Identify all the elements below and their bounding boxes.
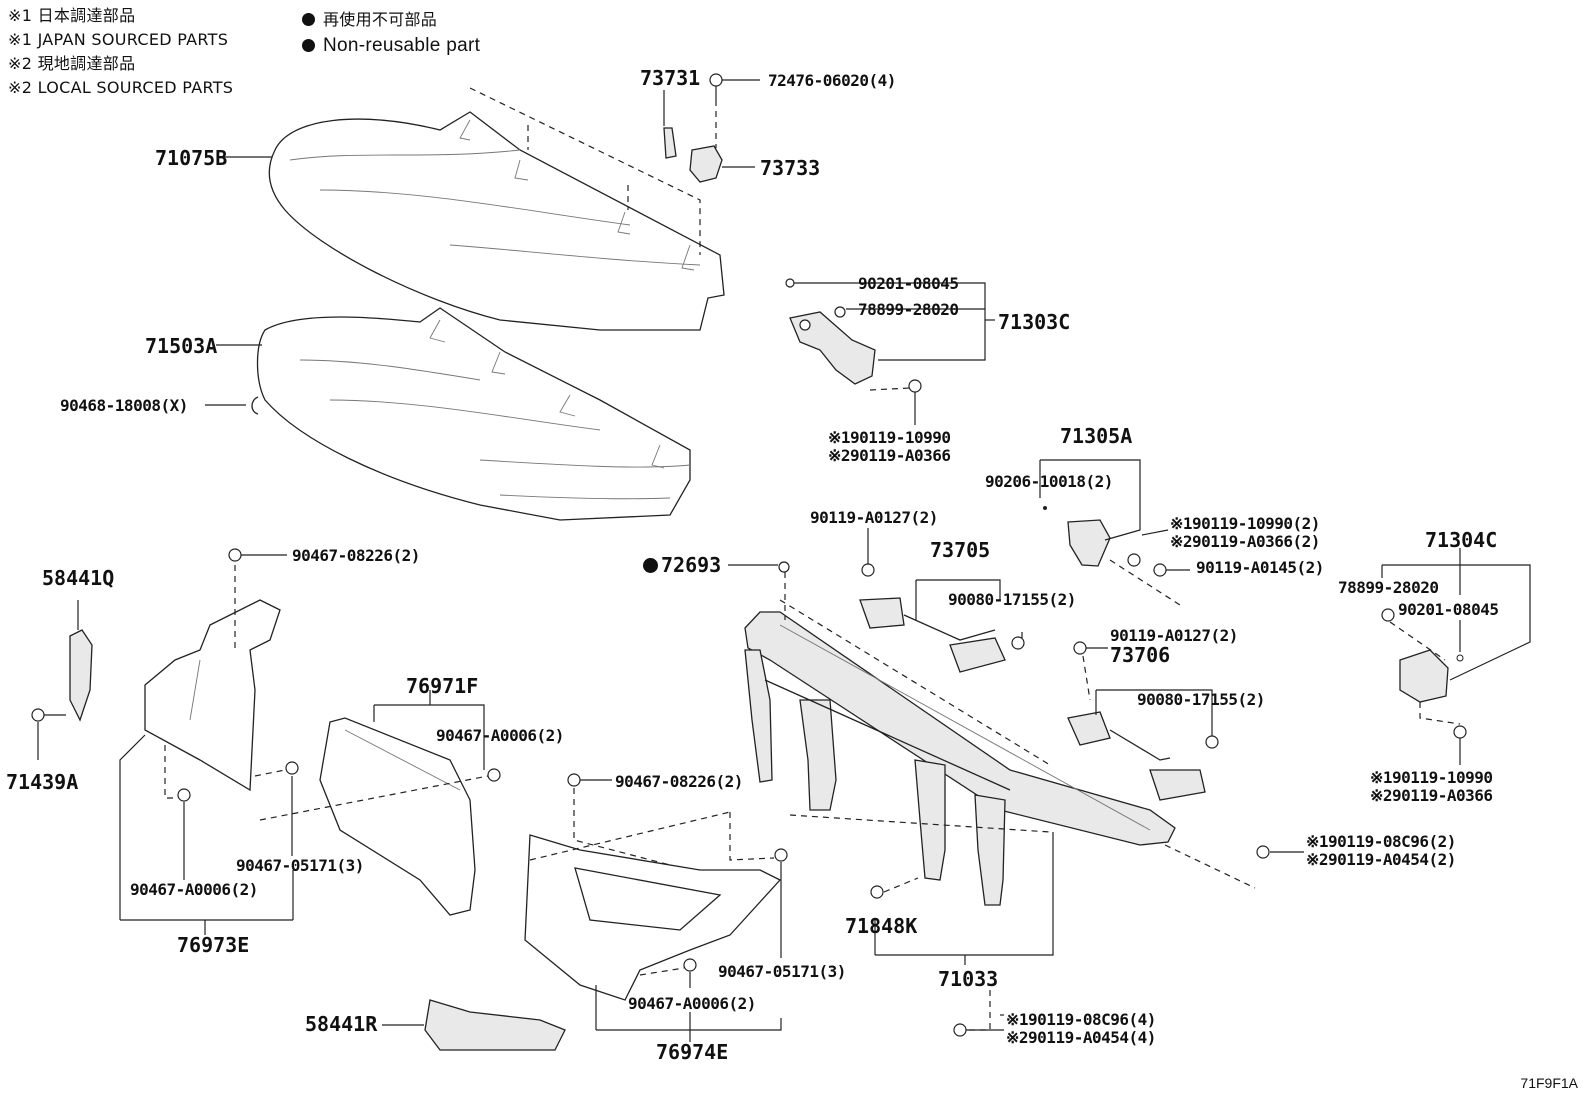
label-71305a[interactable]: 71305A	[1060, 424, 1133, 448]
label-73706[interactable]: 73706	[1110, 643, 1171, 667]
latch-73705	[859, 528, 1025, 673]
label-71033[interactable]: 71033	[938, 967, 999, 991]
trim-58441r	[382, 999, 566, 1051]
seat-cushion	[256, 307, 691, 521]
label-58441q[interactable]: 58441Q	[42, 566, 115, 590]
nonreusable-jp-text: 再使用不可部品	[323, 10, 438, 29]
hook-assembly	[663, 73, 760, 183]
label-90467-05171-a[interactable]: 90467-05171(3)	[236, 856, 364, 875]
note-1-en: ※1 JAPAN SOURCED PARTS	[8, 30, 229, 49]
nonreusable-legend-jp: 再使用不可部品	[302, 8, 437, 32]
label-90467-08226-b[interactable]: 90467-08226(2)	[615, 772, 743, 791]
label-71439a[interactable]: 71439A	[6, 770, 79, 794]
label-90119-a0366-a[interactable]: ※290119-A0366	[828, 446, 951, 465]
hinge-71305a	[1039, 459, 1190, 606]
label-90467-a0006-c[interactable]: 90467-A0006(2)	[628, 994, 756, 1013]
label-71503a[interactable]: 71503A	[145, 334, 218, 358]
label-76974e[interactable]: 76974E	[656, 1040, 729, 1064]
label-90119-a0366-b[interactable]: ※290119-A0366(2)	[1170, 532, 1320, 551]
panel-76973e	[119, 548, 299, 935]
label-90080-17155-a[interactable]: 90080-17155(2)	[948, 590, 1076, 609]
panel-76974e	[524, 773, 788, 1042]
label-73731[interactable]: 73731	[640, 66, 701, 90]
seat-back-cushion	[268, 111, 725, 331]
label-90119-08c96-a[interactable]: ※190119-08C96(2)	[1306, 832, 1456, 851]
striker-71304c	[1381, 548, 1531, 765]
label-90119-a0145[interactable]: 90119-A0145(2)	[1196, 558, 1324, 577]
label-58441r[interactable]: 58441R	[305, 1012, 378, 1036]
label-90467-05171-b[interactable]: 90467-05171(3)	[718, 962, 846, 981]
label-78899-28020-a[interactable]: 78899-28020	[858, 300, 959, 319]
nonreusable-dot-icon	[302, 39, 315, 52]
hinge-bracket-71303c	[785, 278, 995, 425]
label-90119-10990-b[interactable]: ※190119-10990(2)	[1170, 514, 1320, 533]
nonreusable-legend-en: Non-reusable part	[302, 34, 480, 58]
label-71304c[interactable]: 71304C	[1425, 528, 1498, 552]
label-90119-08c96-b[interactable]: ※190119-08C96(4)	[1006, 1010, 1156, 1029]
label-90467-a0006-a[interactable]: 90467-A0006(2)	[436, 726, 564, 745]
label-90080-17155-b[interactable]: 90080-17155(2)	[1137, 690, 1265, 709]
label-90467-08226-a[interactable]: 90467-08226(2)	[292, 546, 420, 565]
label-72693-text: 72693	[661, 553, 722, 577]
label-71075b[interactable]: 71075B	[155, 146, 228, 170]
note-2-en: ※2 LOCAL SOURCED PARTS	[8, 78, 234, 97]
label-76973e[interactable]: 76973E	[177, 933, 250, 957]
label-90119-10990-c[interactable]: ※190119-10990	[1370, 768, 1493, 787]
label-90206-10018[interactable]: 90206-10018(2)	[985, 472, 1113, 491]
nonreusable-dot-icon	[643, 558, 658, 573]
label-71303c[interactable]: 71303C	[998, 310, 1071, 334]
note-2-jp: ※2 現地調達部品	[8, 54, 136, 73]
panel-76971f	[259, 690, 501, 916]
label-90468-18008[interactable]: 90468-18008(X)	[60, 396, 188, 415]
label-73733[interactable]: 73733	[760, 156, 821, 180]
label-90201-08045-b[interactable]: 90201-08045	[1398, 600, 1499, 619]
label-73705[interactable]: 73705	[930, 538, 991, 562]
latch-73706	[1067, 641, 1219, 801]
label-90119-10990-a[interactable]: ※190119-10990	[828, 428, 951, 447]
label-72693[interactable]: 72693	[643, 553, 721, 577]
label-90201-08045-a[interactable]: 90201-08045	[858, 274, 959, 293]
label-76971f[interactable]: 76971F	[406, 674, 479, 698]
label-90119-a0454-b[interactable]: ※290119-A0454(4)	[1006, 1028, 1156, 1047]
label-90467-a0006-b[interactable]: 90467-A0006(2)	[130, 880, 258, 899]
trim-58441q	[31, 600, 93, 760]
nonreusable-dot-icon	[302, 13, 315, 26]
figure-code: 71F9F1A	[1520, 1075, 1578, 1091]
label-71848k[interactable]: 71848K	[845, 914, 918, 938]
label-90119-a0127-b[interactable]: 90119-A0127(2)	[1110, 626, 1238, 645]
label-78899-28020-b[interactable]: 78899-28020	[1338, 578, 1439, 597]
label-90119-a0366-c[interactable]: ※290119-A0366	[1370, 786, 1493, 805]
label-90119-a0127-a[interactable]: 90119-A0127(2)	[810, 508, 938, 527]
nonreusable-en-text: Non-reusable part	[323, 35, 481, 56]
label-72476-06020[interactable]: 72476-06020(4)	[768, 71, 896, 90]
note-1-jp: ※1 日本調達部品	[8, 6, 136, 25]
seat-frame-71033	[728, 561, 1304, 1037]
label-90119-a0454-a[interactable]: ※290119-A0454(2)	[1306, 850, 1456, 869]
